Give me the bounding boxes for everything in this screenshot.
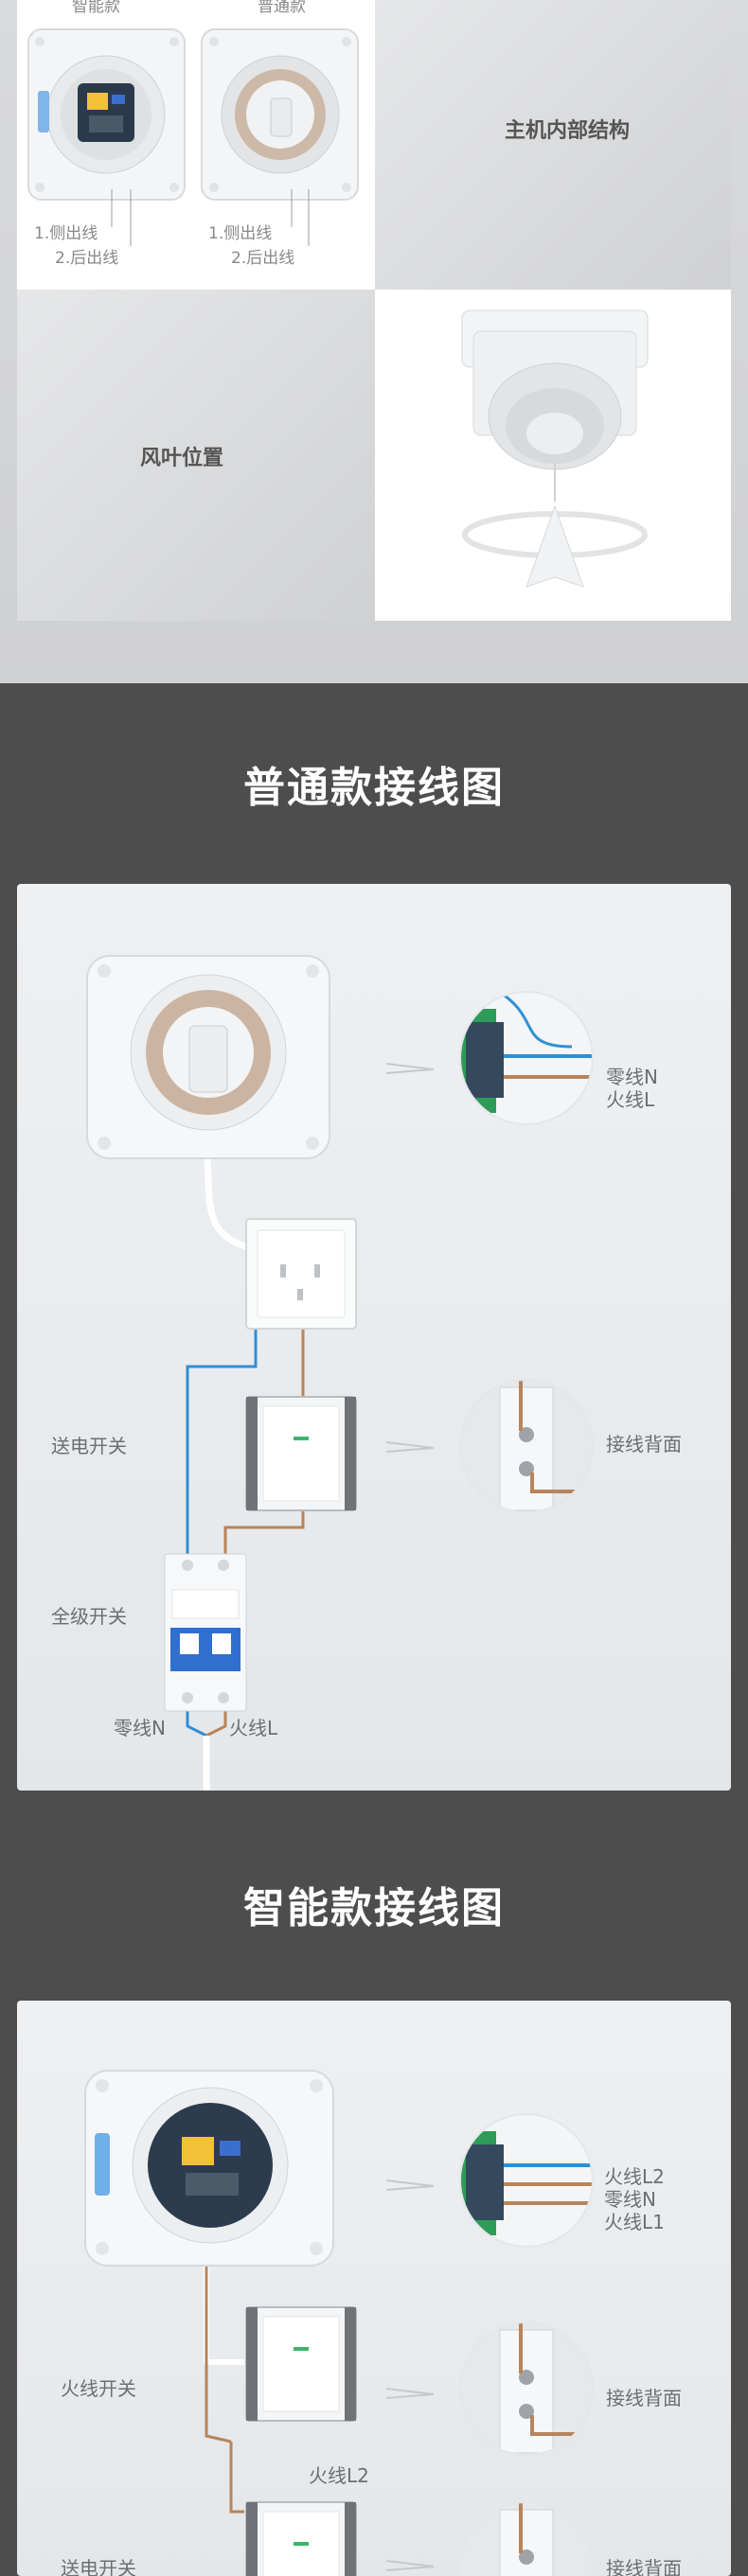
normal-wiring-card: 零线N 火线L 送电开关 接线背面 全级开关 零线N 火线L [17,884,731,1791]
blade-position-panel: 风叶位置 [17,290,375,621]
power-switch-back-zoom-image [459,2501,594,2576]
smart-live-l2-label: 火线L2 [604,2165,665,2188]
normal-live-bottom-label: 火线L [229,1717,278,1739]
normal-housing-image [201,28,359,201]
normal-neutral-right-label: 零线N [606,1066,658,1088]
live-switch-back-zoom-image [459,2321,594,2456]
normal-live-right-label: 火线L [606,1088,655,1111]
smart-housing-image [27,28,186,201]
normal-side-exit-label: 1.侧出线 [208,224,273,243]
circuit-breaker-image [164,1553,247,1712]
normal-main-switch-label: 全级开关 [51,1605,127,1628]
smart-wiring-back-1-label: 接线背面 [606,2387,682,2409]
smart-wiring-lines [204,2179,435,2571]
smart-live-l2-mid-label: 火线L2 [309,2464,369,2487]
normal-back-exit-label: 2.后出线 [231,249,295,268]
normal-fan-image [86,955,330,1159]
top-section: 智能款 普通款 [0,0,748,683]
normal-neutral-bottom-label: 零线N [114,1717,166,1739]
normal-wiring-title: 普通款接线图 [243,764,505,812]
smart-power-switch-image [245,2501,357,2576]
internal-structure-panel: 主机内部结构 [375,0,731,290]
smart-power-switch-label: 送电开关 [61,2557,136,2576]
smart-live-switch-label: 火线开关 [61,2377,136,2400]
blade-position-caption: 风叶位置 [140,447,224,470]
exit-callout-lines [111,189,310,246]
model-smart-label: 智能款 [72,0,120,16]
smart-wiring-title: 智能款接线图 [243,1884,505,1932]
smart-back-exit-label: 2.后出线 [55,249,119,268]
smart-neutral-label: 零线N [604,2188,656,2211]
normal-wiring-back-label: 接线背面 [606,1433,682,1456]
model-normal-label: 普通款 [258,0,306,16]
smart-wiring-band: 智能款接线图 [0,1791,748,2576]
smart-wiring-card: 火线L2 零线N 火线L1 火线开关 接线背面 火线L2 送电开关 接线背面 [17,2001,731,2576]
power-switch-image [245,1396,357,1511]
smart-wiring-back-2-label: 接线背面 [606,2557,682,2576]
smart-terminal-zoom-image [459,2113,594,2248]
normal-power-switch-label: 送电开关 [51,1435,127,1457]
exploded-fan-image [461,309,649,588]
smart-fan-image [84,2070,334,2267]
wall-socket-image [245,1218,357,1330]
smart-live-l1-label: 火线L1 [604,2211,665,2233]
exploded-fan-panel [375,290,731,621]
switch-back-zoom-image [459,1379,594,1513]
fan-terminal-zoom-image [459,991,594,1125]
normal-wiring-band: 普通款接线图 [0,683,748,1791]
smart-side-exit-label: 1.侧出线 [34,224,98,243]
fan-housing-panel: 智能款 普通款 [17,0,375,290]
live-switch-image [245,2306,357,2422]
internal-structure-caption: 主机内部结构 [505,119,631,143]
